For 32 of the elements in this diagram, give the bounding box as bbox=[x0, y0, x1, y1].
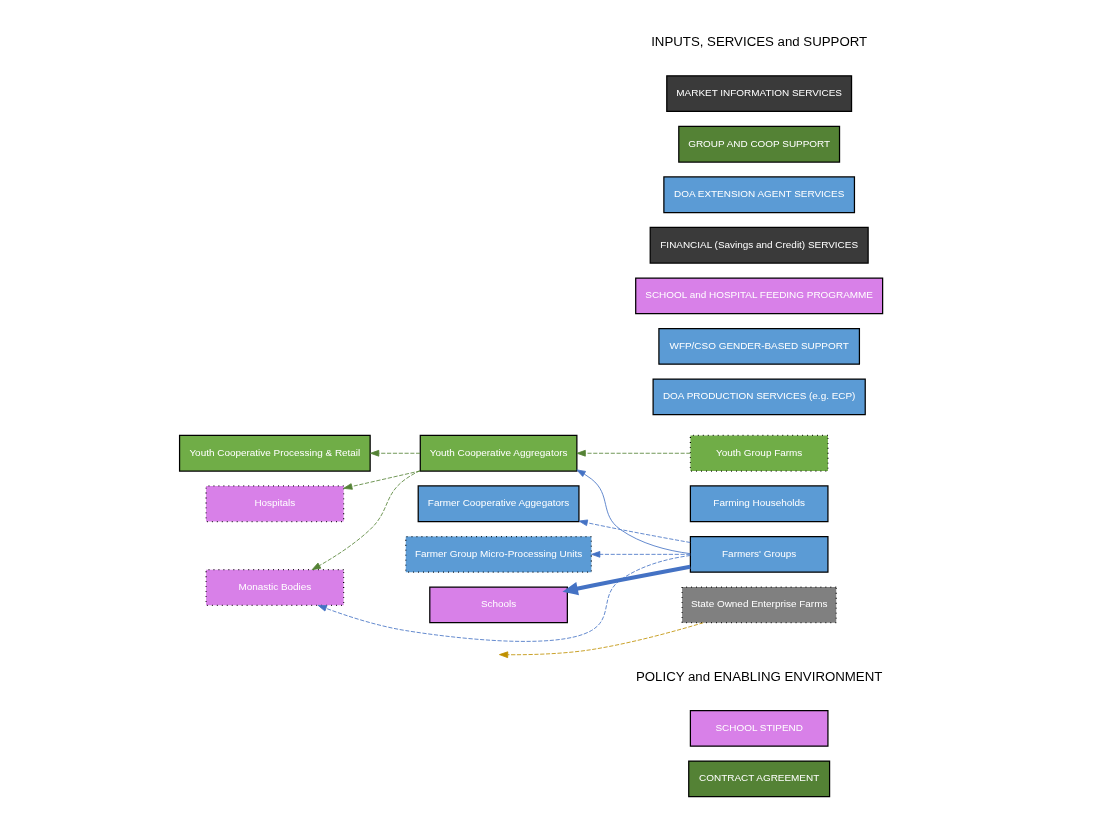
arrow bbox=[590, 551, 691, 558]
arrow bbox=[369, 449, 420, 457]
label: INPUTS, SERVICES and SUPPORT bbox=[650, 34, 867, 50]
node-box: Farmer Group Micro-Processing Units bbox=[404, 535, 592, 573]
node-box: Youth Group Farms bbox=[689, 434, 829, 472]
node-box: Farmer Cooperative Aggegators bbox=[417, 485, 580, 523]
node-box: GROUP AND COOP SUPPORT bbox=[677, 125, 840, 163]
node-box: SCHOOL and HOSPITAL FEEDING PROGRAMME bbox=[634, 277, 883, 315]
arrow bbox=[317, 555, 691, 642]
node-box: Farming Households bbox=[689, 485, 829, 523]
arrow bbox=[342, 470, 420, 490]
node-box: Hospitals bbox=[204, 485, 344, 523]
arrow bbox=[576, 449, 691, 457]
arrow bbox=[578, 519, 691, 543]
arrow bbox=[576, 469, 691, 555]
node-box: Youth Cooperative Aggregators bbox=[419, 434, 577, 472]
node-box: DOA PRODUCTION SERVICES (e.g. ECP) bbox=[652, 378, 866, 416]
node-box: State Owned Enterprise Farms bbox=[681, 586, 837, 624]
node-box: CONTRACT AGREEMENT bbox=[687, 760, 830, 798]
arrow bbox=[561, 564, 691, 596]
node-box: WFP/CSO GENDER-BASED SUPPORT bbox=[657, 327, 860, 365]
node-box: MARKET INFORMATION SERVICES bbox=[665, 75, 852, 113]
node-box: FINANCIAL (Savings and Credit) SERVICES bbox=[649, 226, 869, 264]
node-box: Schools bbox=[428, 586, 568, 624]
arrow bbox=[311, 470, 421, 571]
arrow bbox=[498, 622, 704, 659]
node-box: DOA EXTENSION AGENT SERVICES bbox=[662, 176, 855, 214]
node-box: Monastic Bodies bbox=[204, 569, 344, 606]
node-box: Youth Cooperative Processing & Retail bbox=[178, 434, 371, 472]
node-box: SCHOOL STIPEND bbox=[689, 709, 829, 747]
node-box: Farmers' Groups bbox=[689, 535, 829, 573]
label: POLICY and ENABLING ENVIRONMENT bbox=[635, 668, 882, 684]
